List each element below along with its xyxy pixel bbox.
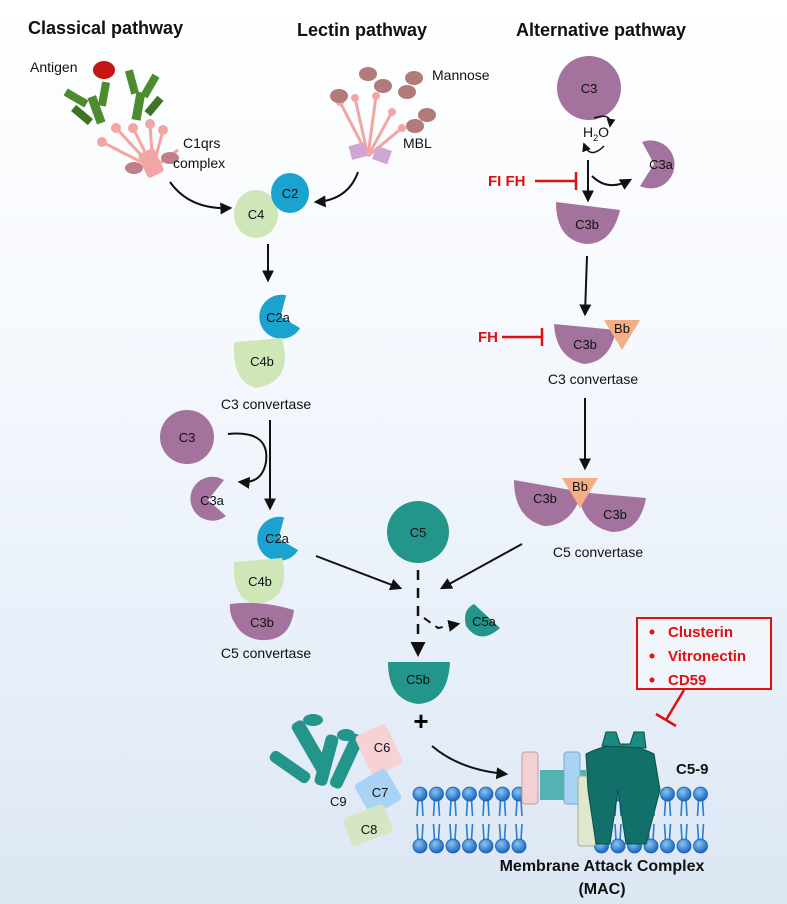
c3a-molecule-alt: C3a [640,140,675,189]
c5b-molecule: C5b [388,662,450,704]
c3b-molecule-classical: C3b [229,602,294,641]
arrow-alt-c5-convertase-to-c5 [439,543,523,590]
c8-label: C8 [361,822,378,837]
c8-molecule: C8 [343,804,393,846]
mbl-label: MBL [403,135,432,151]
alternative-pathway-header: Alternative pathway [516,20,686,40]
c6-label: C6 [374,740,391,755]
c2a-molecule-top: C2a [259,294,301,339]
c2a-molecule-bottom: C2a [257,516,299,561]
bb-label-mid: Bb [614,321,630,336]
c3-molecule-classical: C3 [160,410,214,464]
c3b-label-alt-top: C3b [575,217,599,232]
c5-label: C5 [410,525,427,540]
c3b-molecule-alt-mid: C3b [554,324,616,364]
inhibitor-vitronectin: Vitronectin [668,648,746,665]
c4-label: C4 [248,207,265,222]
arrow-mbl-to-c2 [313,171,359,208]
c1qrs-label-line1: C1qrs [183,135,220,151]
mac-complex [521,731,661,847]
c5-convertase-alt-label: C5 convertase [553,544,643,560]
c3-label-classical: C3 [179,430,196,445]
c5a-label: C5a [472,614,497,629]
c6-molecule: C6 [355,724,403,776]
mannose-label: Mannose [432,67,490,83]
arrow-c3b-to-c3-convertase-alt [579,255,592,317]
c3-molecule-alt: C3 [557,56,621,120]
c5-molecule: C5 [387,501,449,563]
fi-fh-label: FI FH [488,173,526,190]
antigen-label: Antigen [30,59,77,75]
c9-molecules [269,714,363,789]
arrow-to-mac [431,745,509,780]
c4b-label-bottom: C4b [248,574,272,589]
c2-molecule: C2 [271,173,309,213]
lectin-pathway-header: Lectin pathway [297,20,427,40]
c3b-molecule-alt-left: C3b [514,480,582,526]
antibody-right [125,69,164,121]
arrow-classical-c5-convertase-to-c5 [315,555,403,591]
c2a-label-top: C2a [266,310,291,325]
c3a-label-classical: C3a [200,493,225,508]
c3b-label-alt-right: C3b [603,507,627,522]
c3b-label-classical: C3b [250,615,274,630]
c5-9-label: C5-9 [676,761,709,778]
c1qrs-label-line2: complex [173,155,225,171]
c9-label: C9 [330,794,347,809]
inhibitor-cd59: CD59 [668,672,706,689]
plus-sign: + [413,706,428,736]
c5b-label: C5b [406,672,430,687]
arrow-to-c3a-alt [591,175,633,190]
c3-convertase-alt-label: C3 convertase [548,371,638,387]
inhibitor-clusterin: Clusterin [668,624,733,641]
arrow-c3-cleavage-classical [227,432,268,489]
c2-label: C2 [282,186,299,201]
antigen-shape [93,61,115,79]
antibody-c1qrs-illustration [63,61,179,178]
c5-convertase-classical-label: C5 convertase [221,645,311,661]
bb-molecule-bottom: Bb [562,478,598,508]
c3b-label-alt-left: C3b [533,491,557,506]
fh-label: FH [478,329,498,346]
mac-label-line1: Membrane Attack Complex [500,858,705,875]
bb-label-bottom: Bb [572,479,588,494]
bb-molecule-mid: Bb [604,320,640,350]
c3a-label-alt: C3a [649,157,674,172]
mac-inhibitor-box: Clusterin Vitronectin CD59 [636,617,772,728]
c7-label: C7 [372,785,389,800]
c3b-label-alt-mid: C3b [573,337,597,352]
c7-molecule: C7 [354,768,402,816]
c3-convertase-classical-label: C3 convertase [221,396,311,412]
fi-fh-inhibitor: FI FH [488,172,578,190]
h2o-hydrolysis: H2O [582,115,616,154]
c4b-molecule-bottom: C4b [233,558,285,604]
antibody-left [63,81,111,126]
c2a-label-bottom: C2a [265,531,290,546]
mannose-shapes [330,67,436,133]
c3a-molecule-classical: C3a [190,476,226,521]
c3-label-alt: C3 [581,81,598,96]
dashed-arrow-to-c5a [423,617,461,632]
c3b-molecule-alt-right: C3b [578,492,646,532]
mbl-mannose-illustration [330,67,436,165]
fh-inhibitor: FH [478,328,544,346]
c5a-molecule: C5a [465,604,500,637]
arrow-c1qrs-to-c4 [169,181,233,215]
c4-molecule: C4 [234,190,278,238]
c4b-label-top: C4b [250,354,274,369]
mac-label-line2: (MAC) [578,881,625,898]
c4b-molecule-top: C4b [233,338,285,388]
h2o-label: H2O [583,124,609,143]
c3b-molecule-alt-top: C3b [556,202,620,244]
classical-pathway-header: Classical pathway [28,18,183,38]
